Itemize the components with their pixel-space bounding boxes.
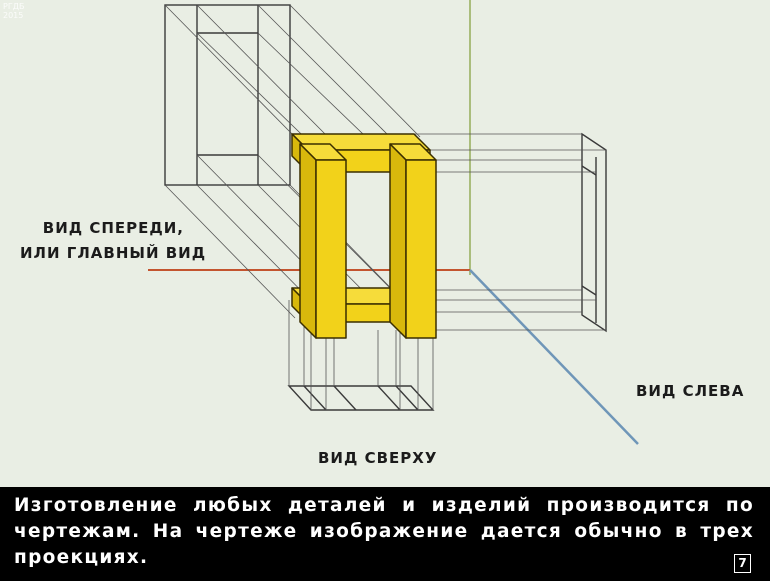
page-number: 7	[734, 554, 751, 573]
profile-plane-axis	[469, 269, 639, 445]
front-view-drawing	[164, 4, 291, 186]
front-view-label-line-2: ИЛИ ГЛАВНЫЙ ВИД	[20, 244, 207, 262]
left-view-drawing	[581, 132, 607, 333]
front-view-label: ВИД СПЕРЕДИ, ИЛИ ГЛАВНЫЙ ВИД	[20, 216, 207, 266]
caption-text: Изготовление любых деталей и изделий про…	[14, 495, 754, 568]
front-view-label-line-1: ВИД СПЕРЕДИ,	[42, 219, 184, 237]
isometric-part	[291, 133, 437, 339]
watermark: РГДБ 2015	[3, 2, 24, 20]
top-view-label: ВИД СВЕРХУ	[318, 449, 438, 467]
caption-bar: Изготовление любых деталей и изделий про…	[0, 487, 770, 581]
watermark-line-2: 2015	[3, 11, 24, 20]
watermark-line-1: РГДБ	[3, 2, 25, 11]
top-projector-lines	[288, 300, 434, 410]
left-view-label: ВИД СЛЕВА	[636, 382, 745, 400]
